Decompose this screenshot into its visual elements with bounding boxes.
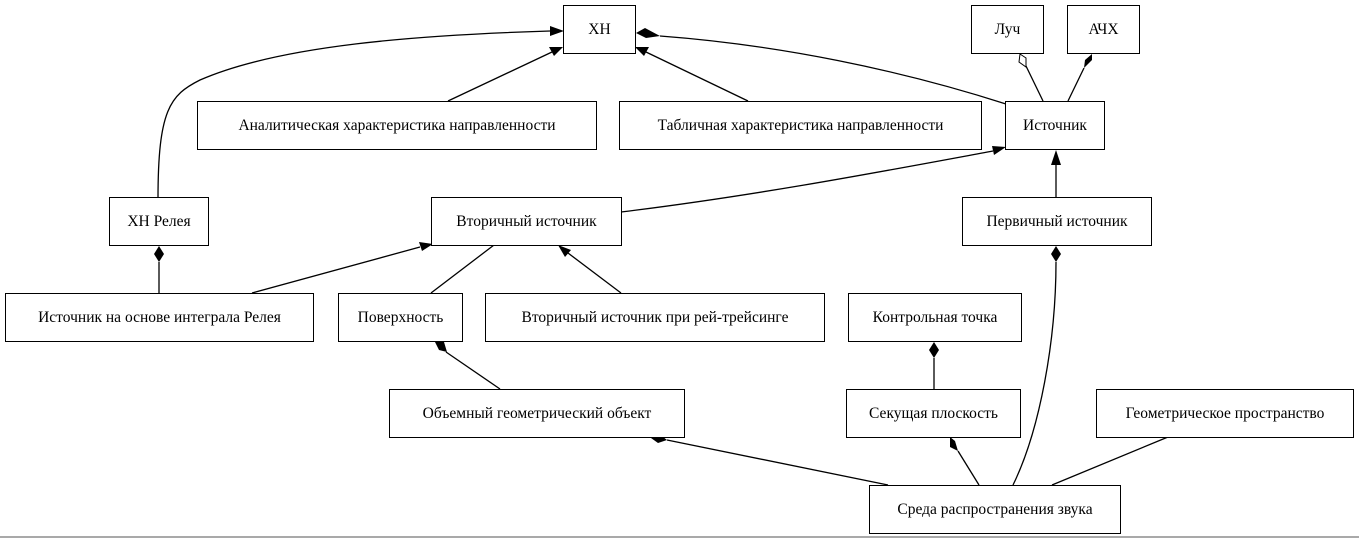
arrowhead-secondary-to-source <box>992 146 1006 155</box>
diamond-medium-to-cutting <box>950 437 958 451</box>
arrowhead-rayleigh-integral-to-secondary <box>419 242 433 251</box>
edge-medium-to-primary <box>1012 261 1057 486</box>
node-label: Табличная характеристика направленности <box>657 116 944 134</box>
node-label: Источник <box>1023 116 1087 134</box>
diamond-rayleigh-integral-to-xn-rayleigh <box>154 246 164 262</box>
diamond-volume-to-surface <box>435 342 447 352</box>
arrowhead-table-to-xn <box>635 47 649 56</box>
node-label: Объемный геометрический объект <box>422 404 652 422</box>
edge-medium-to-cutting <box>957 450 980 486</box>
node-xn: ХН <box>563 5 636 54</box>
node-afc: АЧХ <box>1067 5 1140 54</box>
node-label: Секущая плоскость <box>869 404 998 422</box>
node-analytic-directivity: Аналитическая характеристика направленно… <box>197 101 597 150</box>
node-surface: Поверхность <box>338 293 463 342</box>
diamond-medium-to-primary <box>1051 246 1061 262</box>
edge-source-to-xn <box>659 35 1007 105</box>
bottom-divider <box>0 536 1359 538</box>
node-secondary-source: Вторичный источник <box>431 197 622 246</box>
node-label: Среда распространения звука <box>897 500 1093 518</box>
node-label: Вторичный источник при рей-трейсинге <box>521 308 789 326</box>
node-geometric-space: Геометрическое пространство <box>1096 389 1354 438</box>
diamond-cutting-to-control <box>929 342 939 358</box>
node-label: АЧХ <box>1088 20 1119 38</box>
edge-source-to-ray <box>1025 65 1044 102</box>
node-label: Поверхность <box>357 308 444 326</box>
edge-secondary-to-source <box>620 150 994 213</box>
edge-rayleigh-integral-to-secondary <box>251 246 421 294</box>
node-control-point: Контрольная точка <box>848 293 1022 342</box>
node-primary-source: Первичный источник <box>962 197 1152 246</box>
node-cutting-plane: Секущая плоскость <box>846 389 1021 438</box>
arrowhead-xn-rayleigh-to-xn <box>550 26 564 36</box>
node-rayleigh-integral-source: Источник на основе интеграла Релея <box>5 293 314 342</box>
diamond-source-to-afc <box>1084 54 1092 68</box>
node-volume-geometric-object: Объемный геометрический объект <box>389 389 685 438</box>
node-xn-rayleigh: ХН Релея <box>109 197 209 246</box>
node-table-directivity: Табличная характеристика направленности <box>619 101 982 150</box>
node-label: Геометрическое пространство <box>1125 404 1325 422</box>
node-label: Луч <box>994 20 1021 38</box>
node-sound-medium: Среда распространения звука <box>869 485 1121 534</box>
edge-raytracing-to-secondary <box>567 252 622 294</box>
diamond-source-to-ray <box>1018 53 1027 68</box>
edge-medium-to-geo-space <box>1051 436 1169 486</box>
arrowhead-primary-to-source <box>1051 150 1061 165</box>
arrowhead-raytracing-to-secondary <box>558 245 571 257</box>
edge-medium-to-volume <box>666 439 889 486</box>
diamond-source-to-xn <box>636 28 660 38</box>
arrowhead-analytic-to-xn <box>549 47 563 56</box>
edge-volume-to-surface <box>445 351 501 390</box>
node-label: Контрольная точка <box>872 308 998 326</box>
edge-surface-to-secondary <box>430 244 495 294</box>
node-label: Вторичный источник <box>456 212 597 230</box>
node-ray: Луч <box>971 5 1044 54</box>
edge-analytic-to-xn <box>447 51 553 102</box>
node-label: ХН Релея <box>127 212 191 230</box>
edge-table-to-xn <box>645 51 749 102</box>
edge-xn-rayleigh-to-xn <box>157 30 551 200</box>
edge-source-to-afc <box>1067 67 1085 102</box>
node-label: Источник на основе интеграла Релея <box>38 308 281 326</box>
node-label: Первичный источник <box>986 212 1128 230</box>
node-source: Источник <box>1005 101 1105 150</box>
node-raytracing-secondary-source: Вторичный источник при рей-трейсинге <box>485 293 825 342</box>
node-label: Аналитическая характеристика направленно… <box>238 116 556 134</box>
node-label: ХН <box>588 20 611 38</box>
